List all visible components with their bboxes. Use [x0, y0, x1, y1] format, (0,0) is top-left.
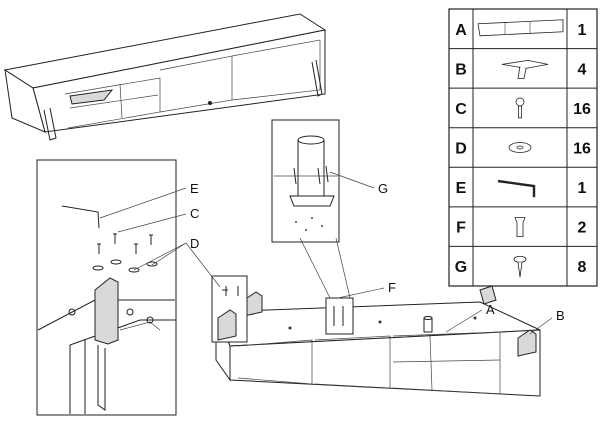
- callout-A: A: [486, 302, 495, 317]
- part-quantity: 1: [578, 22, 587, 39]
- dowel-marks: [333, 306, 344, 326]
- part-letter: E: [456, 180, 467, 197]
- callout-E: E: [190, 181, 199, 196]
- part-letter: D: [455, 141, 467, 158]
- dowel-icon: [514, 217, 526, 238]
- detail-box-dowel: [325, 297, 354, 335]
- part-letter: F: [456, 220, 466, 237]
- part-quantity: 4: [578, 61, 587, 78]
- callout-B: B: [556, 308, 565, 323]
- part-letter: A: [455, 22, 467, 39]
- screw-icon: [515, 97, 525, 119]
- corner-screws: [222, 286, 239, 296]
- allen-key-icon: [497, 179, 536, 198]
- callout-C: C: [190, 206, 199, 221]
- part-quantity: 8: [578, 259, 587, 276]
- part-letter: B: [455, 61, 467, 78]
- parts-table-row: D 16: [455, 141, 591, 158]
- part-quantity: 2: [578, 220, 587, 237]
- leader-lines: [99, 171, 553, 335]
- inverted-cabinet-illustration: [215, 285, 541, 397]
- part-quantity: 1: [578, 180, 587, 197]
- screw-icon: [97, 233, 153, 254]
- assembled-cabinet-illustration: [3, 13, 327, 141]
- parts-table-row: C 16: [455, 97, 591, 119]
- part-letter: G: [455, 259, 467, 276]
- wood-screw-icon: [513, 255, 527, 278]
- detail-panel-hardware: [36, 159, 177, 416]
- washer-icon: [508, 142, 532, 153]
- part-letter: C: [455, 101, 467, 118]
- tv-cabinet-icon: [477, 19, 564, 37]
- part-quantity: 16: [573, 141, 591, 158]
- corner-bracket: [217, 309, 237, 341]
- callout-labels: E C D G F A B: [190, 181, 565, 323]
- callout-G: G: [378, 181, 388, 196]
- corner-bracket-icon: [501, 59, 549, 79]
- detail-panel-leg: [271, 119, 340, 243]
- callout-D: D: [190, 236, 199, 251]
- washer-icon: [92, 259, 158, 273]
- callout-F: F: [388, 280, 396, 295]
- part-quantity: 16: [573, 101, 591, 118]
